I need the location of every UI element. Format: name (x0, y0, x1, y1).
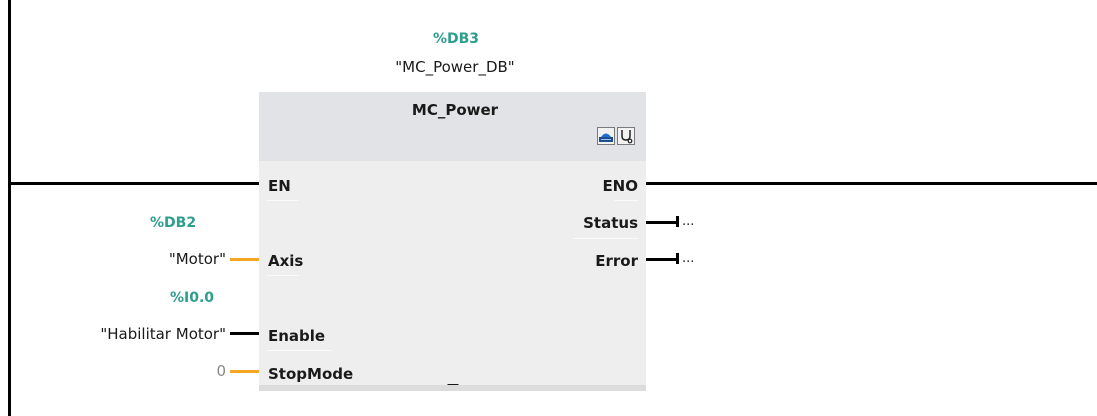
pin-axis[interactable]: Axis (268, 252, 304, 270)
enable-connection (230, 332, 259, 335)
block-header (259, 92, 646, 161)
pin-separator (573, 238, 638, 239)
axis-connection (230, 258, 259, 261)
pin-eno[interactable]: ENO (602, 177, 638, 195)
pin-status[interactable]: Status (583, 214, 638, 232)
eno-wire (646, 182, 1097, 185)
pin-en[interactable]: EN (268, 177, 291, 195)
error-terminator (676, 253, 679, 264)
stopmode-connection (230, 370, 259, 373)
error-operand[interactable]: ... (682, 251, 695, 266)
pin-separator (614, 200, 638, 201)
pin-error[interactable]: Error (595, 252, 638, 270)
error-connection (646, 258, 676, 261)
pin-separator (267, 350, 332, 351)
power-rail (8, 0, 11, 416)
status-terminator (676, 216, 679, 227)
online-monitor-icon[interactable] (597, 127, 615, 145)
axis-operand[interactable]: "Motor" (168, 250, 226, 268)
enable-operand[interactable]: "Habilitar Motor" (100, 325, 226, 343)
pin-separator (267, 275, 299, 276)
status-connection (646, 221, 676, 224)
block-title: MC_Power (411, 101, 499, 119)
en-wire (8, 182, 259, 185)
stopmode-operand[interactable]: 0 (216, 362, 226, 380)
block-bottom-edge (259, 385, 646, 391)
instance-db-address: %DB3 (432, 31, 480, 47)
axis-address: %DB2 (150, 215, 197, 231)
instance-db-name[interactable]: "MC_Power_DB" (395, 58, 515, 76)
status-operand[interactable]: ... (682, 214, 695, 229)
diagnostics-icon[interactable] (617, 127, 635, 145)
pin-enable[interactable]: Enable (268, 327, 326, 345)
enable-address: %I0.0 (170, 290, 215, 306)
pin-stopmode[interactable]: StopMode (268, 365, 354, 383)
pin-separator (267, 200, 299, 201)
